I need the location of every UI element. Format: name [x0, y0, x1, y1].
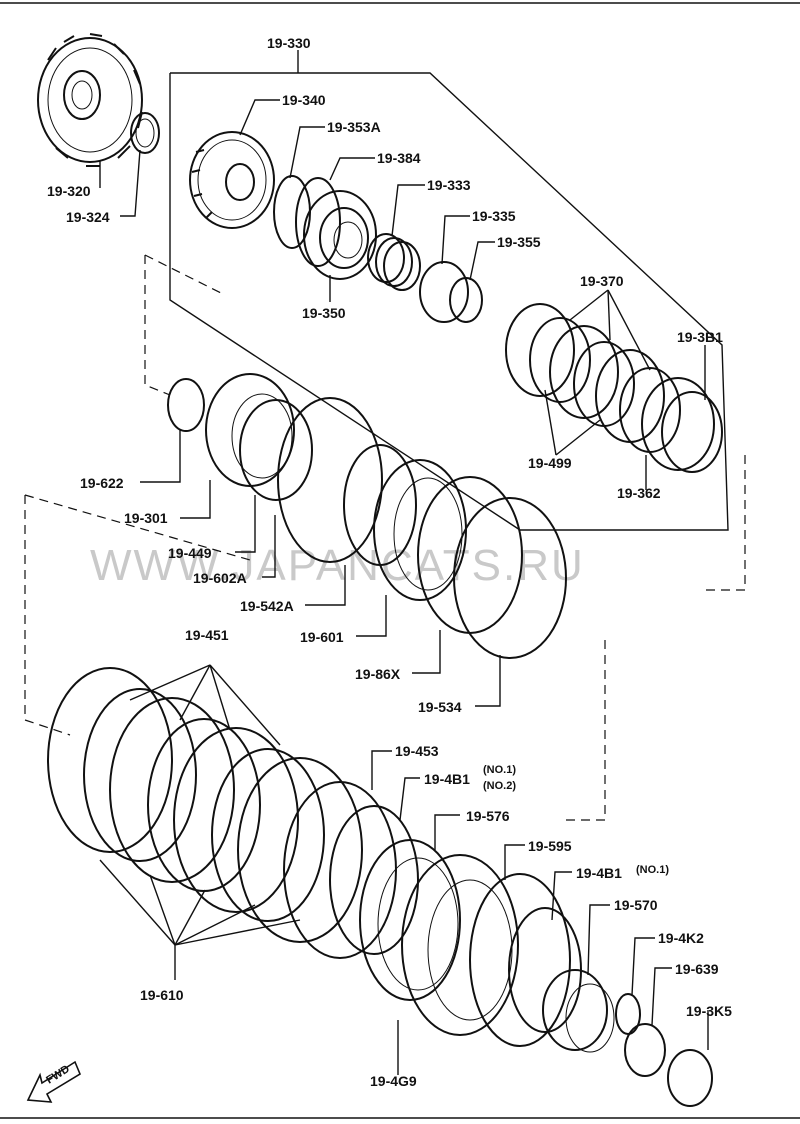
label-19-534[interactable]: 19-534	[418, 699, 462, 715]
part-19-301-drum	[205, 373, 295, 487]
label-19-355[interactable]: 19-355	[497, 234, 541, 250]
group-outline-19-330	[169, 72, 729, 531]
label-19-570[interactable]: 19-570	[614, 897, 658, 913]
part-19-639-washer	[624, 1023, 666, 1077]
label-19-362[interactable]: 19-362	[617, 485, 661, 501]
part-19-453-plate	[283, 781, 397, 959]
label-19-576[interactable]: 19-576	[466, 808, 510, 824]
part-19-4k2-ring	[615, 993, 641, 1035]
label-19-639[interactable]: 19-639	[675, 961, 719, 977]
label-19-3k5[interactable]: 19-3K5	[686, 1003, 732, 1019]
part-19-370-clutch-pack	[505, 303, 681, 453]
part-19-3b1-snap-ring	[661, 391, 723, 473]
dashed-outline-lower-right	[560, 640, 606, 821]
part-19-622-bearing	[167, 378, 205, 432]
watermark: WWW.JAPANCATS.RU	[90, 541, 585, 590]
label-19-301[interactable]: 19-301	[124, 510, 168, 526]
part-19-355-snap-ring	[449, 277, 483, 323]
leader-lines	[99, 50, 709, 1075]
label-19-451[interactable]: 19-451	[185, 627, 229, 643]
part-19-449-seal	[239, 399, 313, 501]
label-19-622[interactable]: 19-622	[80, 475, 124, 491]
label-19-370[interactable]: 19-370	[580, 273, 624, 289]
fwd-arrow-icon: FWD	[26, 1060, 82, 1103]
label-19-4b1-a[interactable]: 19-4B1	[424, 771, 470, 787]
label-19-449[interactable]: 19-449	[168, 545, 212, 561]
label-19-4b1-a-note2: (NO.2)	[483, 780, 516, 792]
label-19-3b1[interactable]: 19-3B1	[677, 329, 723, 345]
part-19-362-plate	[641, 377, 715, 471]
part-19-602a-ring	[277, 397, 383, 563]
part-19-3k5-bearing	[667, 1049, 713, 1107]
part-19-534-plate	[453, 497, 567, 659]
label-19-353a[interactable]: 19-353A	[327, 119, 381, 135]
dashed-outline-lower-left	[24, 495, 71, 736]
dashed-line-b	[24, 494, 251, 561]
label-19-384[interactable]: 19-384	[377, 150, 421, 166]
label-19-602a[interactable]: 19-602A	[193, 570, 247, 586]
part-19-576-gear	[359, 839, 461, 1001]
label-19-4k2[interactable]: 19-4K2	[658, 930, 704, 946]
label-19-499[interactable]: 19-499	[528, 455, 572, 471]
label-19-4b1-a-note1: (NO.1)	[483, 764, 516, 776]
part-19-350-piston	[303, 190, 377, 280]
part-19-570-hub	[542, 969, 615, 1053]
dashed-line-a	[144, 254, 226, 296]
label-19-610[interactable]: 19-610	[140, 987, 184, 1003]
label-19-4b1-b-note: (NO.1)	[636, 864, 669, 876]
label-19-542a[interactable]: 19-542A	[240, 598, 294, 614]
part-19-335-plate	[419, 261, 469, 323]
label-19-333[interactable]: 19-333	[427, 177, 471, 193]
dashed-outline-upper	[144, 255, 171, 396]
part-19-4b1-snap-ring	[329, 805, 419, 955]
label-19-86x[interactable]: 19-86X	[355, 666, 401, 682]
part-19-320-drum	[37, 33, 143, 167]
label-19-4b1-b[interactable]: 19-4B1	[576, 865, 622, 881]
dashed-outline-right	[700, 455, 746, 591]
label-19-601[interactable]: 19-601	[300, 629, 344, 645]
part-19-4g9-housing	[401, 854, 519, 1036]
label-19-330[interactable]: 19-330	[267, 35, 311, 51]
label-19-453[interactable]: 19-453	[395, 743, 439, 759]
label-19-595[interactable]: 19-595	[528, 838, 572, 854]
part-19-340-hub	[189, 131, 275, 229]
part-19-384-ring	[295, 177, 341, 267]
part-19-595-ring	[469, 873, 571, 1047]
label-19-340[interactable]: 19-340	[282, 92, 326, 108]
part-19-333-spring	[367, 233, 421, 291]
part-19-324-bearing	[130, 112, 160, 154]
label-19-324[interactable]: 19-324	[66, 209, 110, 225]
label-19-4g9[interactable]: 19-4G9	[370, 1073, 417, 1089]
label-19-350[interactable]: 19-350	[302, 305, 346, 321]
part-19-451-19-610-plates	[47, 667, 363, 943]
label-19-320[interactable]: 19-320	[47, 183, 91, 199]
label-19-335[interactable]: 19-335	[472, 208, 516, 224]
